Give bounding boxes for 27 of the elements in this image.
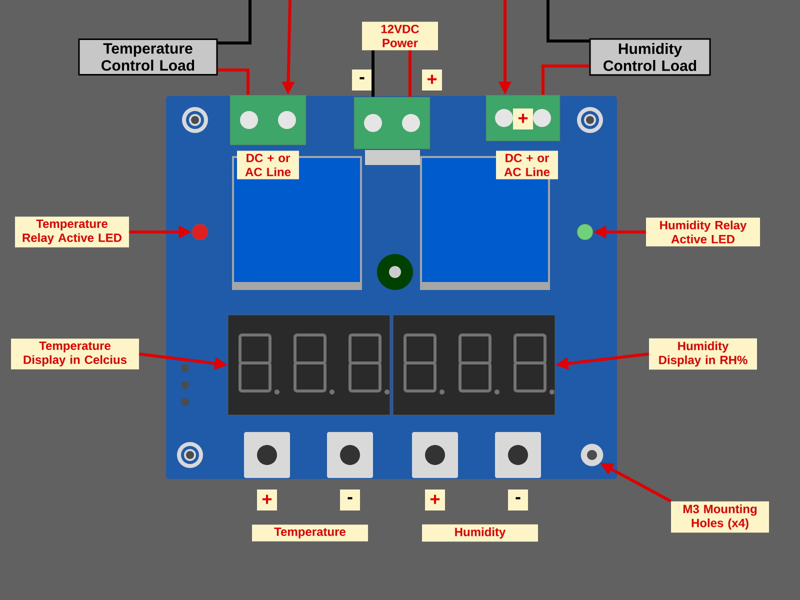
callout-label: Humidity <box>422 524 538 542</box>
load-label-box: Humidity Control Load <box>589 38 711 76</box>
callout-label: Humidity Display in RH% <box>649 338 757 370</box>
polarity-sign: + <box>425 490 445 510</box>
polarity-sign: + <box>513 108 533 130</box>
polarity-sign: + <box>257 490 277 510</box>
polarity-sign: - <box>340 490 360 510</box>
callout-label: 12VDC Power <box>362 22 438 50</box>
callout-label: Humidity Relay Active LED <box>646 218 760 246</box>
led <box>192 224 208 240</box>
callout-label: Temperature Display in Celcius <box>11 338 139 370</box>
wire <box>372 50 374 97</box>
callout-label: DC + or AC Line <box>237 150 299 180</box>
polarity-sign: - <box>508 490 528 510</box>
wire <box>218 68 250 95</box>
wire <box>546 0 590 42</box>
load-label-box: Temperature Control Load <box>78 38 218 76</box>
callout-label: DC + or AC Line <box>496 150 558 180</box>
callout-label: M3 Mounting Holes (x4) <box>671 501 769 533</box>
callout-label: Temperature Relay Active LED <box>15 216 129 248</box>
wire <box>408 50 412 97</box>
led <box>576 224 594 240</box>
callout-label: Temperature <box>252 524 368 542</box>
wire <box>218 0 252 44</box>
polarity-sign: - <box>352 70 372 90</box>
polarity-sign: + <box>422 70 442 90</box>
wire <box>542 64 590 95</box>
